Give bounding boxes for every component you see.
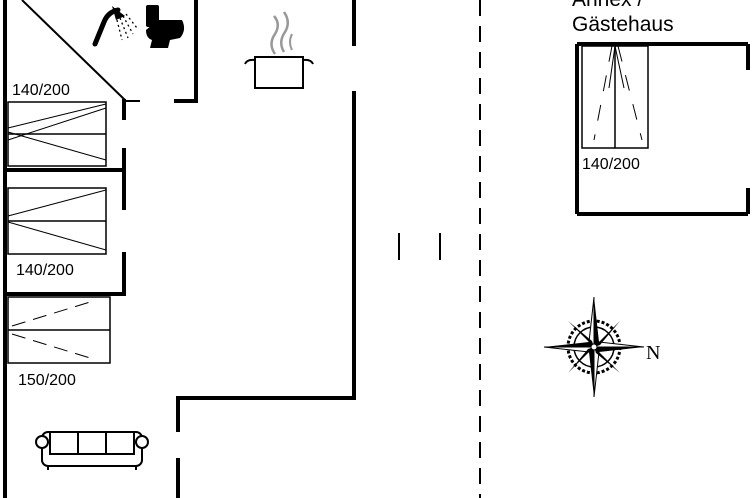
compass-north-label: N <box>646 342 660 364</box>
annex-bed <box>581 45 649 149</box>
sofa-icon <box>35 431 149 470</box>
shower-icon <box>92 6 138 47</box>
annex-title-partial: Annex / <box>572 0 643 11</box>
bath-diagonal <box>21 0 127 102</box>
bed-middle-size-label: 140/200 <box>16 262 74 279</box>
bed-top-size-label: 140/200 <box>12 82 70 99</box>
toilet-icon <box>146 5 185 48</box>
walls <box>3 0 356 498</box>
compass-rose-icon <box>543 296 645 398</box>
bed-bottom <box>7 296 111 364</box>
bed-bottom-size-label: 150/200 <box>18 372 76 389</box>
partitions <box>21 0 441 260</box>
bed-top <box>7 101 107 167</box>
cooking-pot-icon <box>244 11 314 89</box>
annex-title: Gästehaus <box>572 13 674 36</box>
bed-middle <box>7 187 107 255</box>
annex-bed-size-label: 140/200 <box>582 156 640 173</box>
annex-walls <box>575 42 750 216</box>
